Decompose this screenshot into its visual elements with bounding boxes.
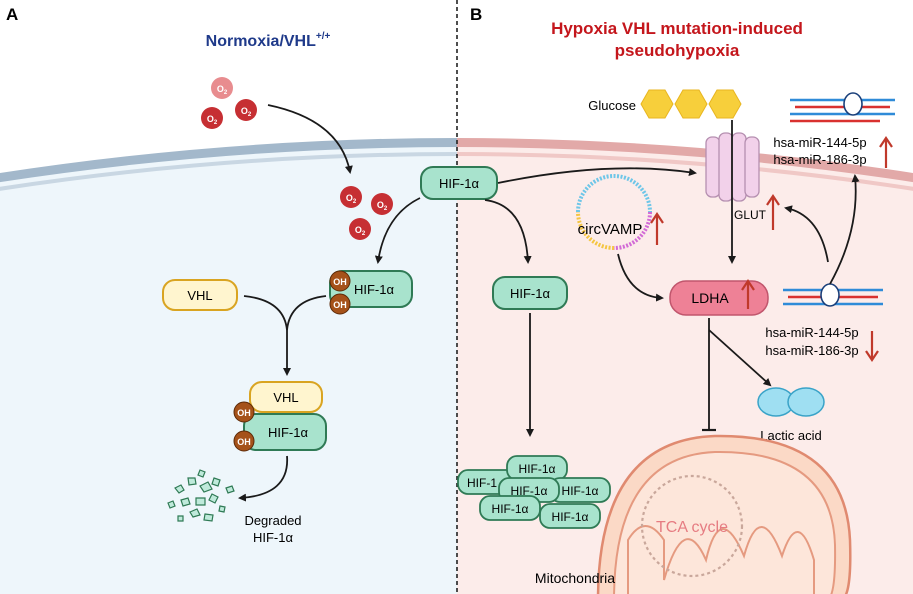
- svg-text:OH: OH: [237, 437, 251, 447]
- arrow-circvamp-to-ldha: [617, 253, 664, 302]
- hif-right: HIF-1α: [492, 276, 568, 310]
- panel-b-title-line2: pseudohypoxia: [615, 41, 740, 60]
- glut-transporter: [705, 132, 760, 202]
- svg-text:O2: O2: [346, 193, 357, 205]
- svg-text:HIF-1α: HIF-1α: [354, 282, 395, 297]
- svg-text:OH: OH: [333, 277, 347, 287]
- arrow-to-degraded: [238, 455, 288, 502]
- hif-central: HIF-1α: [420, 166, 498, 200]
- degraded-fragments: [167, 469, 235, 522]
- svg-text:HIF-1α: HIF-1α: [511, 484, 548, 498]
- svg-text:O2: O2: [377, 200, 388, 212]
- arrow-hif-to-hydroxylated: [374, 197, 421, 264]
- tca-cycle-label: TCA cycle: [656, 519, 728, 536]
- svg-text:O2: O2: [355, 225, 366, 237]
- mir-down-1: hsa-miR-144-5p: [765, 325, 858, 340]
- panel-b-letter: B: [470, 5, 482, 24]
- svg-text:HIF-1α: HIF-1α: [562, 484, 599, 498]
- svg-text:HIF-1α: HIF-1α: [439, 176, 480, 191]
- hif-cluster: HIF-1 HIF-1α HIF-1α HIF-1α HIF-1α HIF-1α: [457, 455, 611, 529]
- vhl-hif-complex: VHL HIF-1α OH OH: [233, 381, 327, 452]
- svg-text:O2: O2: [241, 106, 252, 118]
- mitochondria: [596, 434, 852, 594]
- svg-text:HIF-1α: HIF-1α: [268, 425, 309, 440]
- arrow-o2-entry: [267, 104, 353, 174]
- arrow-hif-to-nuclear: [484, 199, 532, 264]
- o2-molecules-inside: O2 O2 O2: [340, 186, 393, 240]
- svg-text:LDHA: LDHA: [691, 290, 729, 306]
- panel-b-title-line1: Hypoxia VHL mutation-induced: [551, 19, 803, 38]
- svg-text:HIF-1α: HIF-1α: [552, 510, 589, 524]
- svg-text:HIF-1α: HIF-1α: [492, 502, 529, 516]
- glucose-label: Glucose: [588, 98, 636, 113]
- svg-text:O2: O2: [207, 114, 218, 126]
- o2-molecules-top: O2 O2 O2: [201, 77, 257, 129]
- lactic-acid-icon: [757, 387, 825, 417]
- glucose-hexagons: [640, 89, 742, 119]
- circvamp-circle: [576, 174, 652, 250]
- svg-text:OH: OH: [333, 300, 347, 310]
- mirna-duplex-bottom: [783, 283, 883, 307]
- glut-label: GLUT: [734, 208, 767, 222]
- arrow-hif-to-glut: [497, 167, 697, 184]
- svg-text:HIF-1α: HIF-1α: [510, 286, 551, 301]
- ldha-protein: LDHA: [669, 280, 769, 316]
- mir-up-1: hsa-miR-144-5p: [773, 135, 866, 150]
- svg-text:VHL: VHL: [273, 390, 298, 405]
- mirna-duplex-top: [790, 92, 895, 123]
- vhl-protein: VHL: [162, 279, 238, 311]
- arrow-hif-merge: [286, 295, 327, 331]
- arrow-to-upregulated-mirna: [829, 174, 860, 285]
- mir-up-2: hsa-miR-186-3p: [773, 152, 866, 167]
- arrow-ldha-to-lactic: [708, 329, 772, 387]
- lactic-acid-label: Lactic acid: [760, 428, 821, 443]
- svg-text:HIF-1α: HIF-1α: [519, 462, 556, 476]
- mir-down-2: hsa-miR-186-3p: [765, 343, 858, 358]
- svg-text:VHL: VHL: [187, 288, 212, 303]
- mitochondria-label: Mitochondria: [535, 570, 615, 586]
- degraded-label-line2: HIF-1α: [253, 530, 294, 545]
- panel-a-letter: A: [6, 5, 18, 24]
- panel-a-title: Normoxia/VHL+/+: [206, 31, 331, 50]
- circvamp-label: circVAMP: [578, 221, 643, 238]
- arrow-vhl-merge: [243, 295, 288, 331]
- svg-text:OH: OH: [237, 408, 251, 418]
- svg-text:O2: O2: [217, 84, 228, 96]
- arrow-mirna-to-glut: [784, 205, 829, 263]
- degraded-label-line1: Degraded: [244, 513, 301, 528]
- hif-hydroxylated: HIF-1α OH OH: [329, 270, 413, 315]
- svg-text:HIF-1: HIF-1: [467, 476, 497, 490]
